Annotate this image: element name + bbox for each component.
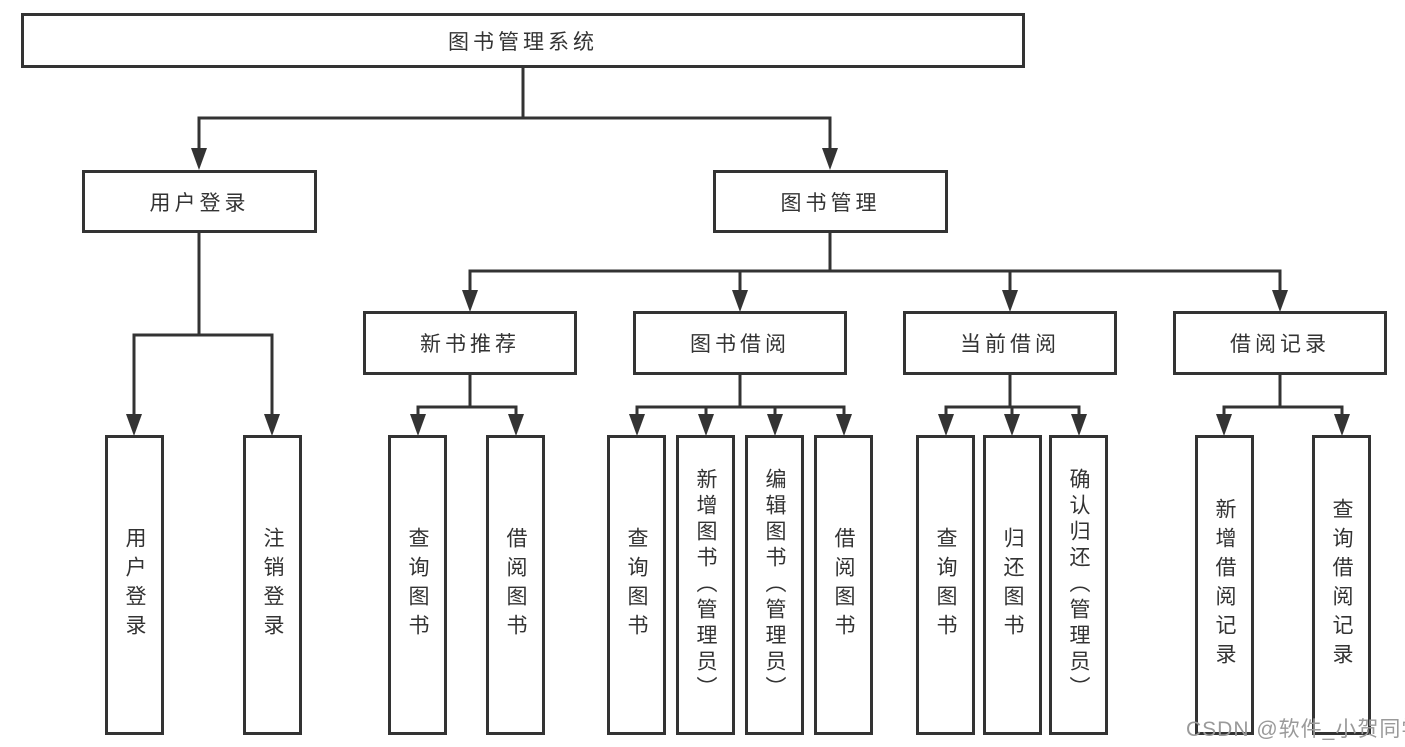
leaf-user-login: 用户登录 <box>105 435 164 735</box>
node-user-login: 用户登录 <box>82 170 317 233</box>
node-book-borrow: 图书借阅 <box>633 311 847 375</box>
node-library-management-system: 图书管理系统 <box>21 13 1025 68</box>
leaf-current-confirm-return-admin: 确认归还（管理员） <box>1049 435 1108 735</box>
leaf-borrow-borrow-books: 借阅图书 <box>814 435 873 735</box>
leaf-current-query-books: 查询图书 <box>916 435 975 735</box>
node-current-borrow: 当前借阅 <box>903 311 1117 375</box>
leaf-borrow-query-books: 查询图书 <box>607 435 666 735</box>
leaf-records-query-record: 查询借阅记录 <box>1312 435 1371 735</box>
leaf-borrow-add-book-admin: 新增图书（管理员） <box>676 435 735 735</box>
leaf-recommend-borrow-books: 借阅图书 <box>486 435 545 735</box>
node-borrow-records: 借阅记录 <box>1173 311 1387 375</box>
leaf-current-return-books: 归还图书 <box>983 435 1042 735</box>
leaf-logout: 注销登录 <box>243 435 302 735</box>
leaf-records-add-record: 新增借阅记录 <box>1195 435 1254 735</box>
node-new-book-recommend: 新书推荐 <box>363 311 577 375</box>
leaf-recommend-query-books: 查询图书 <box>388 435 447 735</box>
csdn-watermark: CSDN @软件_小贺同学 <box>1186 718 1405 741</box>
node-book-management: 图书管理 <box>713 170 948 233</box>
leaf-borrow-edit-book-admin: 编辑图书（管理员） <box>745 435 804 735</box>
